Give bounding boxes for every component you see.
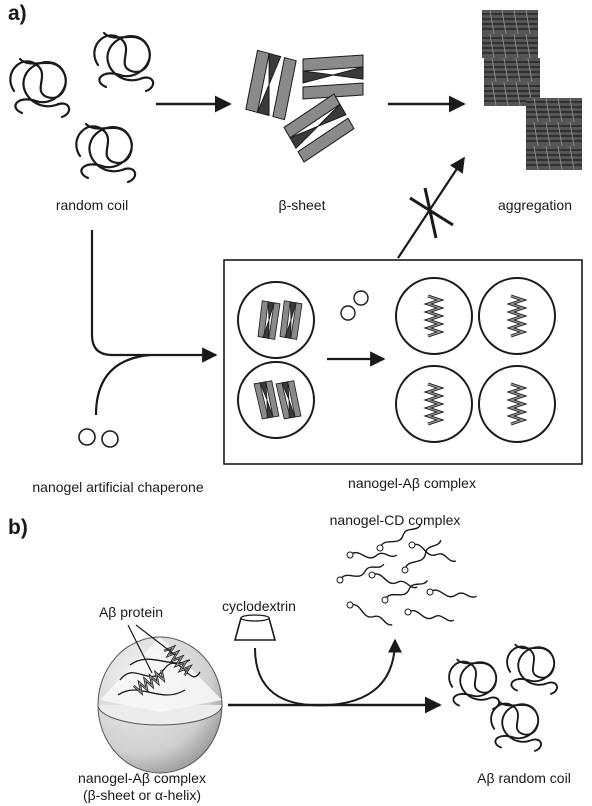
- complex-box: [223, 259, 583, 465]
- pointer-line-1: [127, 624, 153, 674]
- abeta-coil-3: [490, 700, 542, 752]
- arrow-chaperone-curve: [94, 353, 151, 416]
- pointer-line-2: [135, 624, 176, 656]
- label-random-coil: random coil: [55, 197, 129, 213]
- nanogel-circle-2: [101, 430, 119, 448]
- label-abeta-protein: Aβ protein: [98, 604, 164, 620]
- label-cd-complex: nanogel-CD complex: [329, 512, 461, 528]
- label-cyclodextrin: cyclodextrin: [222, 598, 296, 614]
- label-aggregation: aggregation: [498, 197, 572, 213]
- nanogel-circle-1: [78, 428, 96, 446]
- abeta-coil-2: [506, 643, 558, 695]
- panel-b-tag: b): [8, 516, 28, 539]
- beta-sheet-glyph-2: [302, 54, 364, 100]
- label-chaperone: nanogel artificial chaperone: [32, 479, 204, 495]
- nanogel-helix-2: [478, 277, 556, 355]
- block-cross-2: [423, 187, 438, 239]
- arrow-cd-curve: [254, 638, 402, 707]
- abeta-coil-1: [448, 658, 500, 710]
- label-abeta-random-coil: Aβ random coil: [477, 770, 571, 786]
- panel-a-tag: a): [8, 2, 27, 25]
- label-complex-b-line1: nanogel-Aβ complex: [78, 770, 206, 786]
- nanogel-sphere: [97, 636, 223, 774]
- random-coil-glyph-3: [75, 122, 137, 184]
- nanogel-helix-3: [395, 365, 473, 443]
- arrow-coil-to-complex: [90, 230, 218, 363]
- beta-sheet-glyph-1: [241, 49, 301, 121]
- nanogel-helix-4: [478, 365, 556, 443]
- label-beta-sheet: β-sheet: [278, 197, 326, 213]
- label-complex-b-line2: (β-sheet or α-helix): [82, 787, 202, 803]
- nanogel-helix-1: [395, 277, 473, 355]
- label-complex-a: nanogel-Aβ complex: [348, 475, 476, 491]
- aggregation-glyph: [481, 9, 583, 171]
- beta-sheet-glyph-3: [281, 93, 357, 163]
- cd-complex-glyph: [334, 524, 478, 635]
- random-coil-glyph-2: [93, 31, 155, 93]
- random-coil-glyph-1: [9, 57, 71, 119]
- blocked-arrow: [397, 156, 465, 259]
